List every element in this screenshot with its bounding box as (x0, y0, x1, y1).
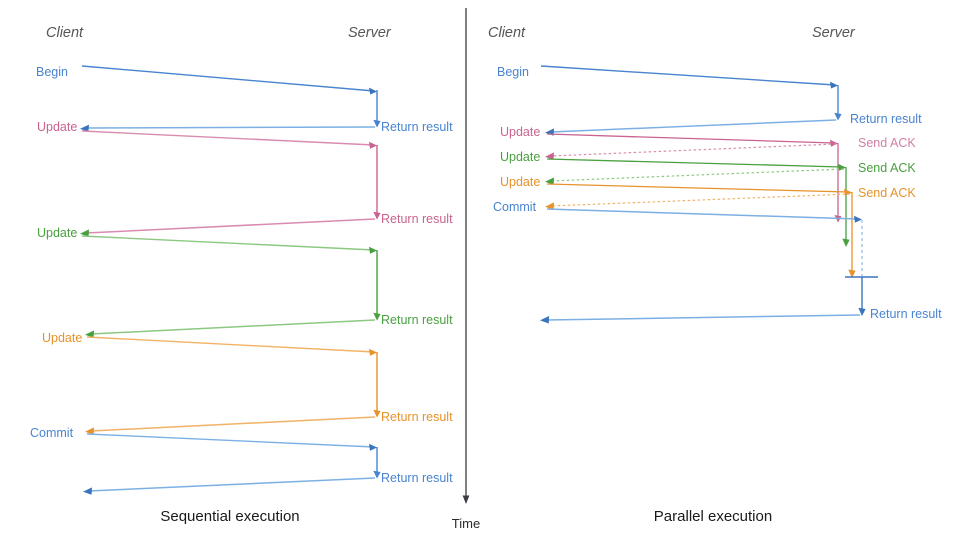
message-return-1-left: Return result (80, 120, 453, 134)
message-begin-right: Begin (497, 65, 838, 89)
arrowhead-blue-down-right (834, 112, 842, 121)
message-return-4-left: Return result (85, 410, 453, 435)
message-ack-3-right: Send ACK (545, 186, 916, 210)
arrowhead-orange-down-left (373, 409, 381, 418)
panel-sequential: Client Server Begin Return result Update (30, 25, 453, 525)
message-label-return-2-left: Return result (381, 212, 453, 226)
message-begin-left: Begin (36, 65, 377, 95)
message-label-update-3-right: Update (500, 175, 540, 189)
message-update-1-right: Update (500, 125, 838, 147)
message-label-commit-right: Commit (493, 200, 537, 214)
message-label-update-1-right: Update (500, 125, 540, 139)
arrowhead-green-down-left (373, 312, 381, 321)
message-label-return-2-right: Return result (870, 307, 942, 321)
message-update-3-right: Update (500, 175, 852, 196)
message-commit-right: Commit (493, 200, 862, 223)
message-return-3-left: Return result (85, 313, 453, 338)
caption-sequential: Sequential execution (160, 508, 299, 525)
lane-title-client-right: Client (488, 25, 526, 41)
message-return-2-left: Return result (80, 212, 453, 237)
arrowhead-green-down-right (842, 238, 850, 247)
message-label-update-2-right: Update (500, 150, 540, 164)
message-return-2-right: Return result (540, 307, 942, 324)
arrowhead-blue-down-left (373, 119, 381, 128)
lane-title-server-left: Server (348, 25, 392, 41)
arrowhead-blue2-down-right (858, 307, 866, 316)
lane-title-server-right: Server (812, 25, 856, 41)
message-ack-2-right: Send ACK (545, 161, 916, 185)
message-update-2-right: Update (500, 150, 846, 171)
time-axis-label: Time (452, 516, 480, 531)
message-ack-1-right: Send ACK (545, 136, 916, 160)
time-axis: Time (452, 8, 480, 531)
message-label-return-1-right: Return result (850, 112, 922, 126)
message-label-ack-1-right: Send ACK (858, 136, 916, 150)
message-return-5-left: Return result (83, 471, 453, 495)
message-label-ack-2-right: Send ACK (858, 161, 916, 175)
message-return-1-right: Return result (545, 112, 922, 136)
message-update-3-left: Update (42, 331, 377, 356)
message-update-1-left: Update (37, 120, 377, 149)
arrowhead-pink-down-left (373, 211, 381, 220)
arrowhead-orange-down-right (848, 269, 856, 278)
time-arrowhead (462, 495, 470, 504)
message-label-ack-3-right: Send ACK (858, 186, 916, 200)
lane-title-client-left: Client (46, 25, 84, 41)
message-label-return-5-left: Return result (381, 471, 453, 485)
message-update-2-left: Update (37, 226, 377, 254)
message-label-begin-right: Begin (497, 65, 529, 79)
message-commit-left: Commit (30, 426, 377, 451)
message-label-return-4-left: Return result (381, 410, 453, 424)
message-label-return-1-left: Return result (381, 120, 453, 134)
message-label-update-2-left: Update (37, 226, 77, 240)
message-label-return-3-left: Return result (381, 313, 453, 327)
message-label-update-1-left: Update (37, 120, 77, 134)
arrowhead-blue2-down-left (373, 470, 381, 479)
panel-parallel: Client Server Begin Return result Update… (488, 25, 942, 525)
message-label-update-3-left: Update (42, 331, 82, 345)
message-label-begin-left: Begin (36, 65, 68, 79)
message-label-commit-left: Commit (30, 426, 74, 440)
caption-parallel: Parallel execution (654, 508, 772, 525)
